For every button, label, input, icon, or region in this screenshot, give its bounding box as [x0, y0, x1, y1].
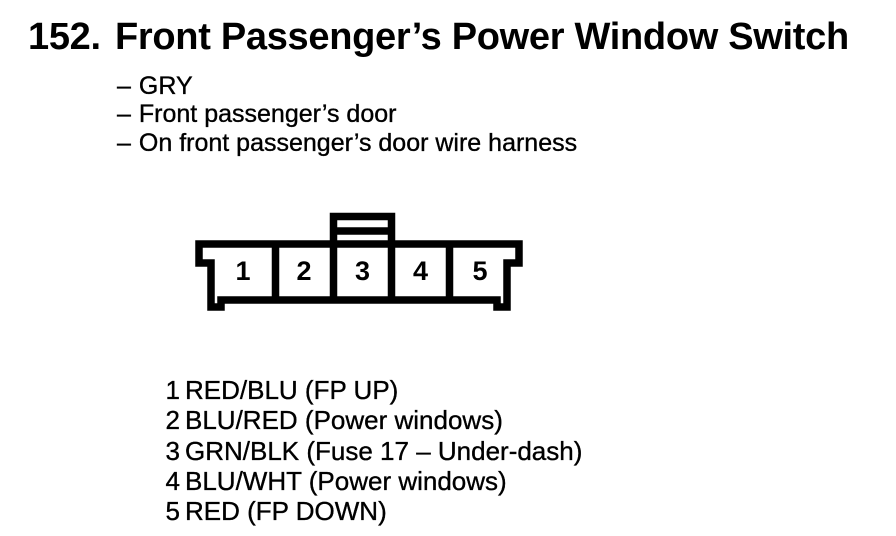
detail-text: On front passenger’s door wire harness: [138, 128, 578, 157]
detail-text: GRY: [138, 72, 193, 100]
dash-bullet: –: [117, 128, 131, 157]
pin-list: 1 RED/BLU (FP UP) 2 BLU/RED (Power windo…: [150, 375, 583, 527]
cavity-dividers: [271, 244, 454, 300]
detail-line-location: –Front passenger’s door: [117, 100, 577, 128]
pin-wire-label: RED (FP DOWN): [185, 496, 387, 527]
connector-latch-tab: [329, 212, 396, 247]
dash-bullet: –: [117, 100, 131, 129]
pin-wire-label: BLU/WHT (Power windows): [185, 465, 507, 496]
detail-text: Front passenger’s door: [138, 100, 397, 129]
pin-row-2: 2 BLU/RED (Power windows): [150, 405, 582, 435]
detail-line-color: –GRY: [117, 72, 577, 100]
detail-line-harness: –On front passenger’s door wire harness: [117, 129, 577, 157]
cavity-number-5: 5: [472, 256, 487, 286]
page-title: 152. Front Passenger’s Power Window Swit…: [28, 15, 849, 61]
cavity-number-4: 4: [413, 256, 428, 286]
pin-number: 3: [165, 435, 180, 466]
pin-number: 4: [165, 465, 180, 496]
title-text: Front Passenger’s Power Window Switch: [115, 16, 849, 58]
pin-number: 5: [165, 496, 180, 527]
pin-wire-label: RED/BLU (FP UP): [185, 375, 399, 405]
cavity-number-2: 2: [296, 256, 311, 286]
cavity-number-3: 3: [355, 256, 370, 286]
item-number: 152.: [28, 16, 101, 58]
pin-row-1: 1 RED/BLU (FP UP): [150, 375, 582, 405]
pin-wire-label: BLU/RED (Power windows): [185, 405, 503, 436]
pin-number: 1: [165, 375, 180, 405]
dash-bullet: –: [117, 72, 131, 100]
pin-row-5: 5 RED (FP DOWN): [150, 496, 582, 526]
connector-outline: [195, 240, 523, 311]
pin-row-4: 4 BLU/WHT (Power windows): [150, 466, 582, 496]
pin-row-3: 3 GRN/BLK (Fuse 17 – Under-dash): [150, 435, 583, 466]
cavity-number-1: 1: [235, 256, 250, 286]
pin-wire-label: GRN/BLK (Fuse 17 – Under-dash): [185, 435, 583, 466]
pin-number: 2: [165, 405, 180, 436]
connector-diagram: 1 2 3 4 5: [195, 212, 523, 311]
connector-details: –GRY –Front passenger’s door –On front p…: [117, 72, 577, 157]
